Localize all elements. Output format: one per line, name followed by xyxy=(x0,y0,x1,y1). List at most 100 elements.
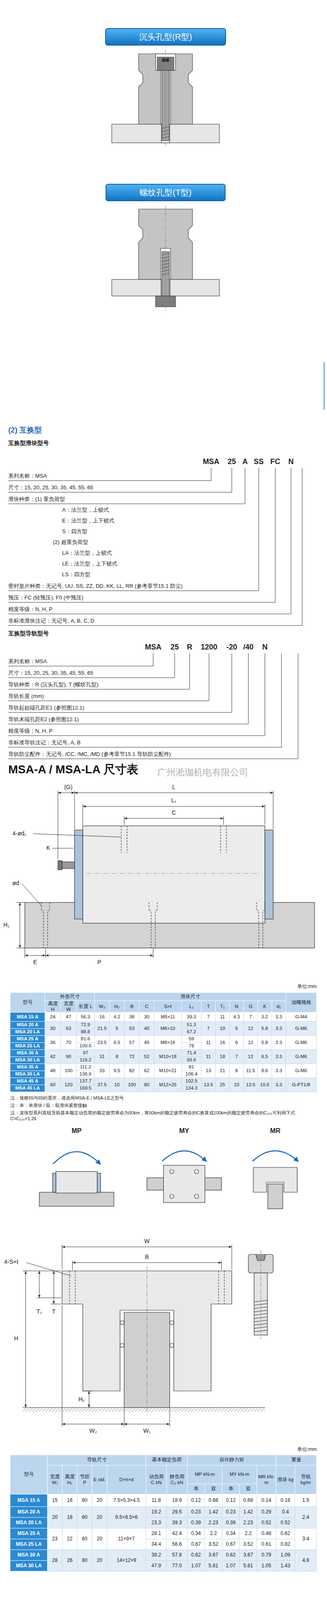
block-cross-section-part xyxy=(169,1320,174,1325)
model-name-cell: MSA 20 LA xyxy=(10,1028,46,1036)
code-leader-lines-part xyxy=(8,467,246,504)
table-cell: 80 xyxy=(139,1077,155,1092)
table-cell: 70 xyxy=(60,1035,77,1050)
code-item: 导轨末端孔距E2 (参照图12.1) xyxy=(8,716,79,723)
table-header-cell: 型号 xyxy=(10,992,46,1013)
table-header-cell: 基本额定负荷 xyxy=(146,1454,188,1466)
table-cell: 93.6 xyxy=(181,1056,202,1064)
table-header-cell: T₁ xyxy=(215,1000,230,1013)
table-header-cell: 滑块尺寸 xyxy=(94,992,287,1001)
table-cell: 1.09 xyxy=(276,1549,296,1561)
table-cell: 119.2 xyxy=(76,1056,95,1064)
table-cell: 3.3 xyxy=(271,1012,287,1022)
table-cell: 0.62 xyxy=(276,1528,296,1539)
table-cell: 10 xyxy=(229,1077,244,1092)
model-name-cell: MSA 30 A xyxy=(10,1549,48,1561)
table-header-cell: N xyxy=(229,1000,244,1013)
dimension-label: 4-S×ℓ xyxy=(4,1258,19,1266)
table-cell: 11 xyxy=(201,1035,216,1050)
table-cell: 30 xyxy=(139,1012,155,1022)
table-cell: 38 xyxy=(124,1012,140,1022)
table-cell: 0.67 xyxy=(222,1538,240,1550)
table-cell: 100 xyxy=(60,1063,77,1078)
table-cell: 3.3 xyxy=(271,1021,287,1036)
model-name-cell: MSA 25 LA xyxy=(10,1042,46,1050)
model-name-cell: MSA 35 LA xyxy=(10,1070,46,1078)
code-token: -20 xyxy=(226,642,238,652)
table-header-cell: MP kN-m xyxy=(187,1465,223,1484)
moment-label: MP xyxy=(71,1126,82,1135)
table-cell: 88.8 xyxy=(76,1028,95,1036)
code-item: 导轨长度 (mm) xyxy=(8,692,44,700)
table-cell: 0.48 xyxy=(257,1528,277,1539)
code-item: A：法兰型，上锁式 xyxy=(62,506,109,514)
table-cell: 39.3 xyxy=(166,1517,188,1529)
code-item: 密封垫片种类：无记号, UU, SS, ZZ, DD, KK, LL, RR (… xyxy=(8,582,183,590)
cross-section-dimensions-part xyxy=(25,1270,27,1408)
section-heading: (2) 互换型 xyxy=(8,425,42,436)
model-name-cell: MSA 20 A xyxy=(10,1021,46,1029)
table-header-cell: 宽度 W xyxy=(60,1000,77,1013)
block-cross-section-part xyxy=(22,1407,265,1412)
cross-section-dimensions-part xyxy=(22,1270,62,1304)
table-cell: 59 xyxy=(181,1035,202,1043)
table-cell: 63 xyxy=(60,1021,77,1036)
dimension-label: T xyxy=(52,1308,56,1316)
table-cell: 4.3 xyxy=(229,1012,244,1022)
type-header-box: 螺纹孔型(T型) xyxy=(105,183,226,202)
model-name-cell: MSA 20 LA xyxy=(10,1517,48,1529)
code-item: LE：法兰型，上下锁式 xyxy=(62,560,118,568)
table-cell: 2.23 xyxy=(239,1517,258,1529)
table-cell: 71.4 xyxy=(181,1049,202,1057)
table-cell: 5 xyxy=(229,1021,244,1036)
moment-figures-part xyxy=(163,1165,205,1203)
table-cell: 134.3 xyxy=(181,1084,202,1092)
dimension-label: H xyxy=(14,1334,19,1343)
table-cell: 97 xyxy=(76,1049,95,1057)
table-cell: G-PT1/8 xyxy=(286,1077,317,1092)
table-cell: 20 xyxy=(92,1494,108,1507)
table-header-cell: 宽度 W₁ xyxy=(47,1465,63,1495)
dimension-lines-part xyxy=(82,804,265,825)
code-token: A xyxy=(242,456,248,467)
table-cell: 1.5 xyxy=(295,1494,317,1507)
table-cell: 60 xyxy=(77,1494,93,1507)
table-cell: G-M6 xyxy=(286,1063,317,1078)
table-header-cell: 长度 L xyxy=(76,1000,95,1013)
table-cell: 0.18 xyxy=(276,1494,296,1507)
table-cell: 42 xyxy=(45,1049,61,1064)
table-cell: 56.6 xyxy=(166,1538,188,1550)
table-cell: 78 xyxy=(181,1042,202,1050)
cap-screw xyxy=(248,1250,274,1340)
table-header-cell: 外形尺寸 xyxy=(45,992,95,1001)
table-cell: 100.6 xyxy=(76,1042,95,1050)
table-cell: 3.3 xyxy=(271,1049,287,1064)
table-cell: 11 xyxy=(215,1012,230,1022)
block-side-view-part xyxy=(74,829,83,919)
model-name-cell: MSA 25 A xyxy=(10,1528,48,1539)
model-name-cell: MSA 30 LA xyxy=(10,1056,46,1064)
table-header-cell: 高度 H xyxy=(45,1000,61,1013)
table-cell: 0.68 xyxy=(204,1494,223,1507)
table-cell: 57.8 xyxy=(166,1549,188,1561)
table-cell: 15 xyxy=(47,1494,63,1507)
table-cell: 25 xyxy=(215,1077,230,1092)
code-token: R xyxy=(187,642,193,652)
table-header-cell: 型号 xyxy=(10,1454,48,1495)
table-cell: 34.4 xyxy=(146,1538,167,1550)
table-cell: M8×16 xyxy=(154,1035,182,1050)
table-cell: 7 xyxy=(229,1049,244,1064)
block-side-view-part xyxy=(62,861,75,869)
table-header-cell: MR kN-m xyxy=(257,1465,277,1495)
code-leader-lines-part xyxy=(8,467,303,626)
dimension-lines-part xyxy=(57,790,274,860)
table-cell: 8 xyxy=(109,1049,125,1064)
table-cell: 23.5 xyxy=(94,1035,110,1050)
block-side-view-part xyxy=(264,829,274,919)
code-token: SS xyxy=(253,456,264,467)
type-header-box: 沉头孔型(R型) xyxy=(105,28,227,46)
table-cell: 4.8 xyxy=(295,1549,317,1572)
table-cell: G-M6 xyxy=(286,1035,317,1050)
table-cell: 0.62 xyxy=(187,1549,205,1561)
